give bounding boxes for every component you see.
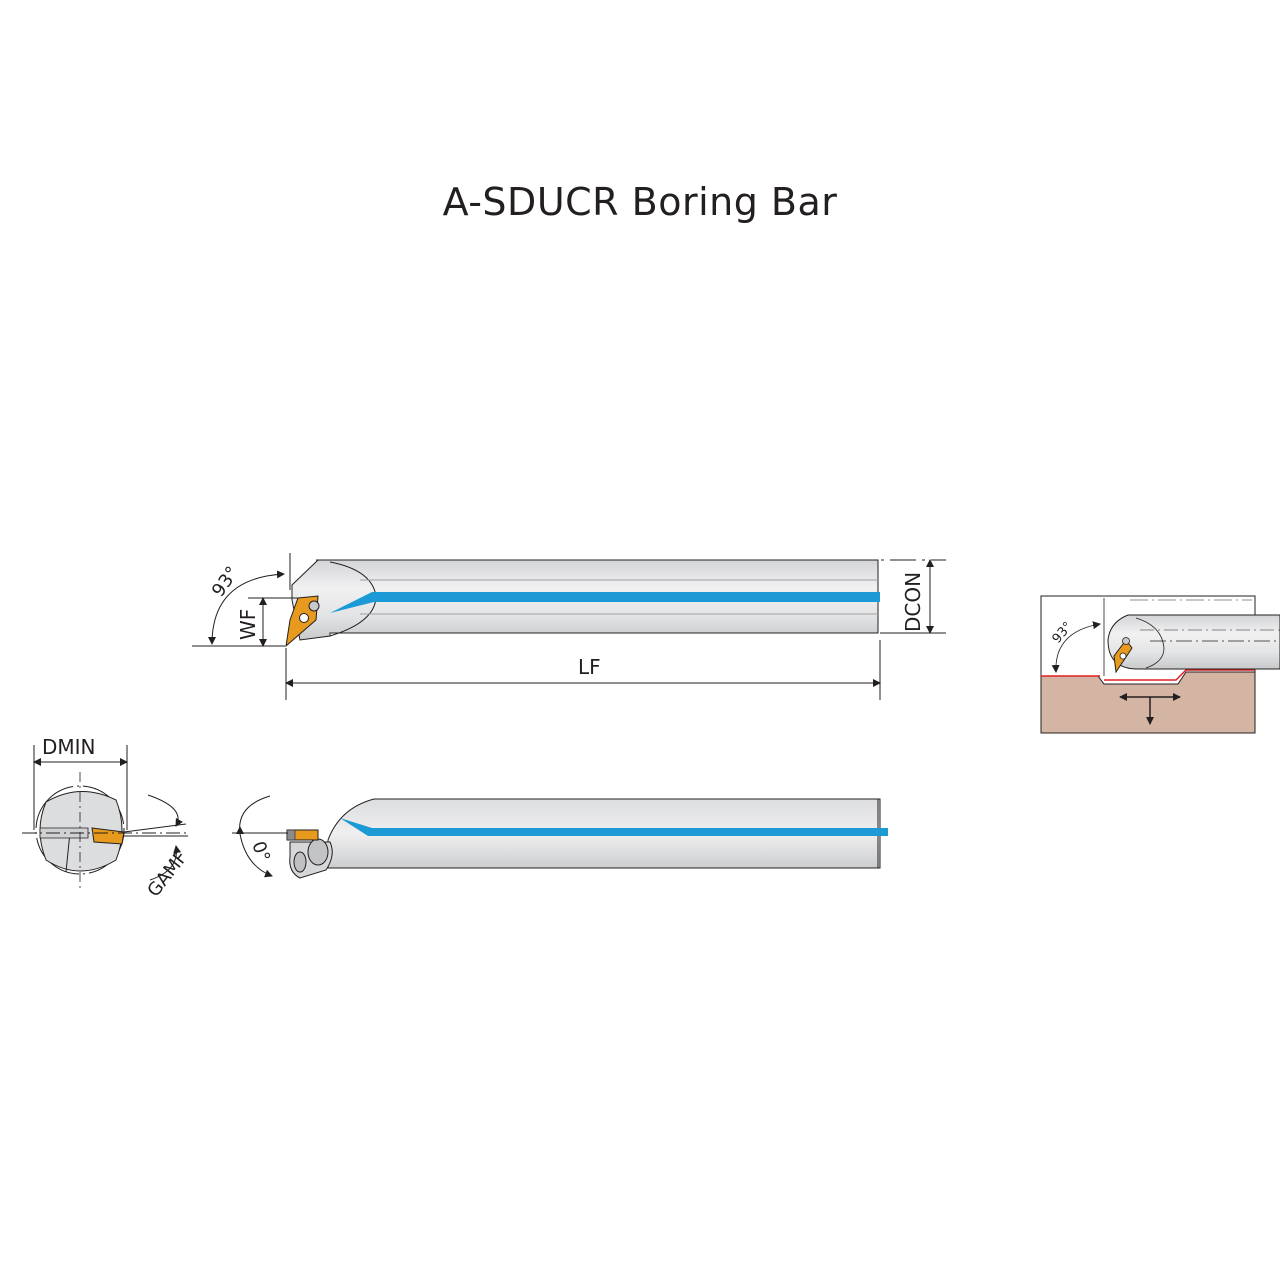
top-coolant-channel	[330, 592, 880, 613]
angle-93-arc	[208, 570, 285, 645]
gamf-label: GAMF	[143, 847, 192, 901]
inset-bar	[1107, 614, 1280, 670]
angle-93-label: 93°	[208, 563, 244, 601]
inset-workpiece	[1041, 672, 1186, 684]
top-view: 93° WF DCON LF	[192, 553, 946, 700]
page-title: A-SDUCR Boring Bar	[442, 180, 838, 224]
inset-cut-line	[1104, 669, 1255, 681]
end-view: DMIN GAMF	[22, 735, 192, 901]
lf-label: LF	[578, 655, 601, 679]
side-coolant-channel	[340, 818, 888, 836]
end-insert	[91, 827, 125, 845]
application-inset: 93°	[1040, 595, 1280, 734]
top-insert	[285, 595, 320, 648]
side-view: 0°	[232, 795, 888, 879]
dcon-label: DCON	[901, 572, 925, 632]
wf-label: WF	[236, 609, 260, 640]
dmin-label: DMIN	[42, 735, 96, 759]
